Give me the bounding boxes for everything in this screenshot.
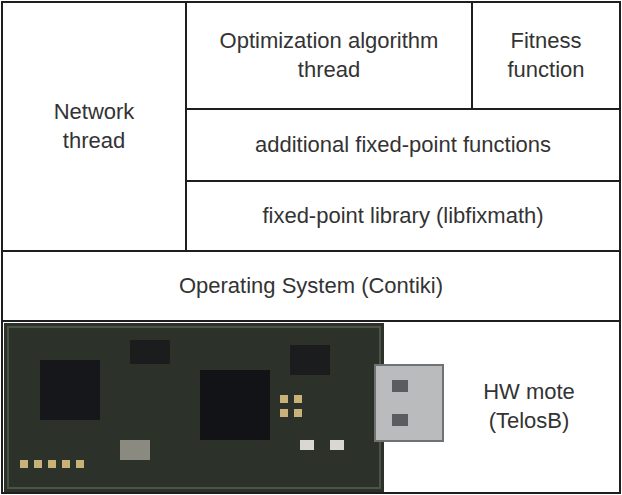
function-box: Fitness function bbox=[471, 1, 621, 110]
box-label: Fitness function bbox=[486, 27, 606, 84]
box-label: additional fixed-point functions bbox=[255, 131, 551, 160]
pcb-edge bbox=[8, 327, 380, 488]
usb-connector bbox=[375, 365, 443, 441]
box-label: HW mote (TelosB) bbox=[459, 378, 599, 435]
usb-hole bbox=[392, 380, 408, 392]
thread-box: Network thread bbox=[1, 1, 187, 252]
pcb-board bbox=[4, 323, 384, 492]
box-label: Optimization algorithm thread bbox=[214, 27, 444, 84]
box-label: Operating System (Contiki) bbox=[179, 272, 443, 301]
button bbox=[300, 440, 314, 450]
chip bbox=[130, 340, 170, 364]
chip bbox=[290, 345, 330, 375]
box-label: fixed-point library (libfixmath) bbox=[262, 202, 543, 231]
button bbox=[330, 440, 344, 450]
usb-hole bbox=[392, 414, 408, 426]
hardware-band: HW mote (TelosB) bbox=[1, 320, 621, 494]
chip bbox=[40, 360, 100, 420]
box-label: Network thread bbox=[29, 98, 159, 155]
crystal bbox=[120, 440, 150, 460]
pin-header bbox=[20, 395, 302, 468]
chip bbox=[200, 370, 270, 440]
os-band: Operating System (Contiki) bbox=[1, 250, 621, 322]
library-band: fixed-point library (libfixmath) bbox=[185, 180, 621, 252]
thread-box: Optimization algorithm thread bbox=[185, 1, 473, 110]
library-band: additional fixed-point functions bbox=[185, 108, 621, 182]
